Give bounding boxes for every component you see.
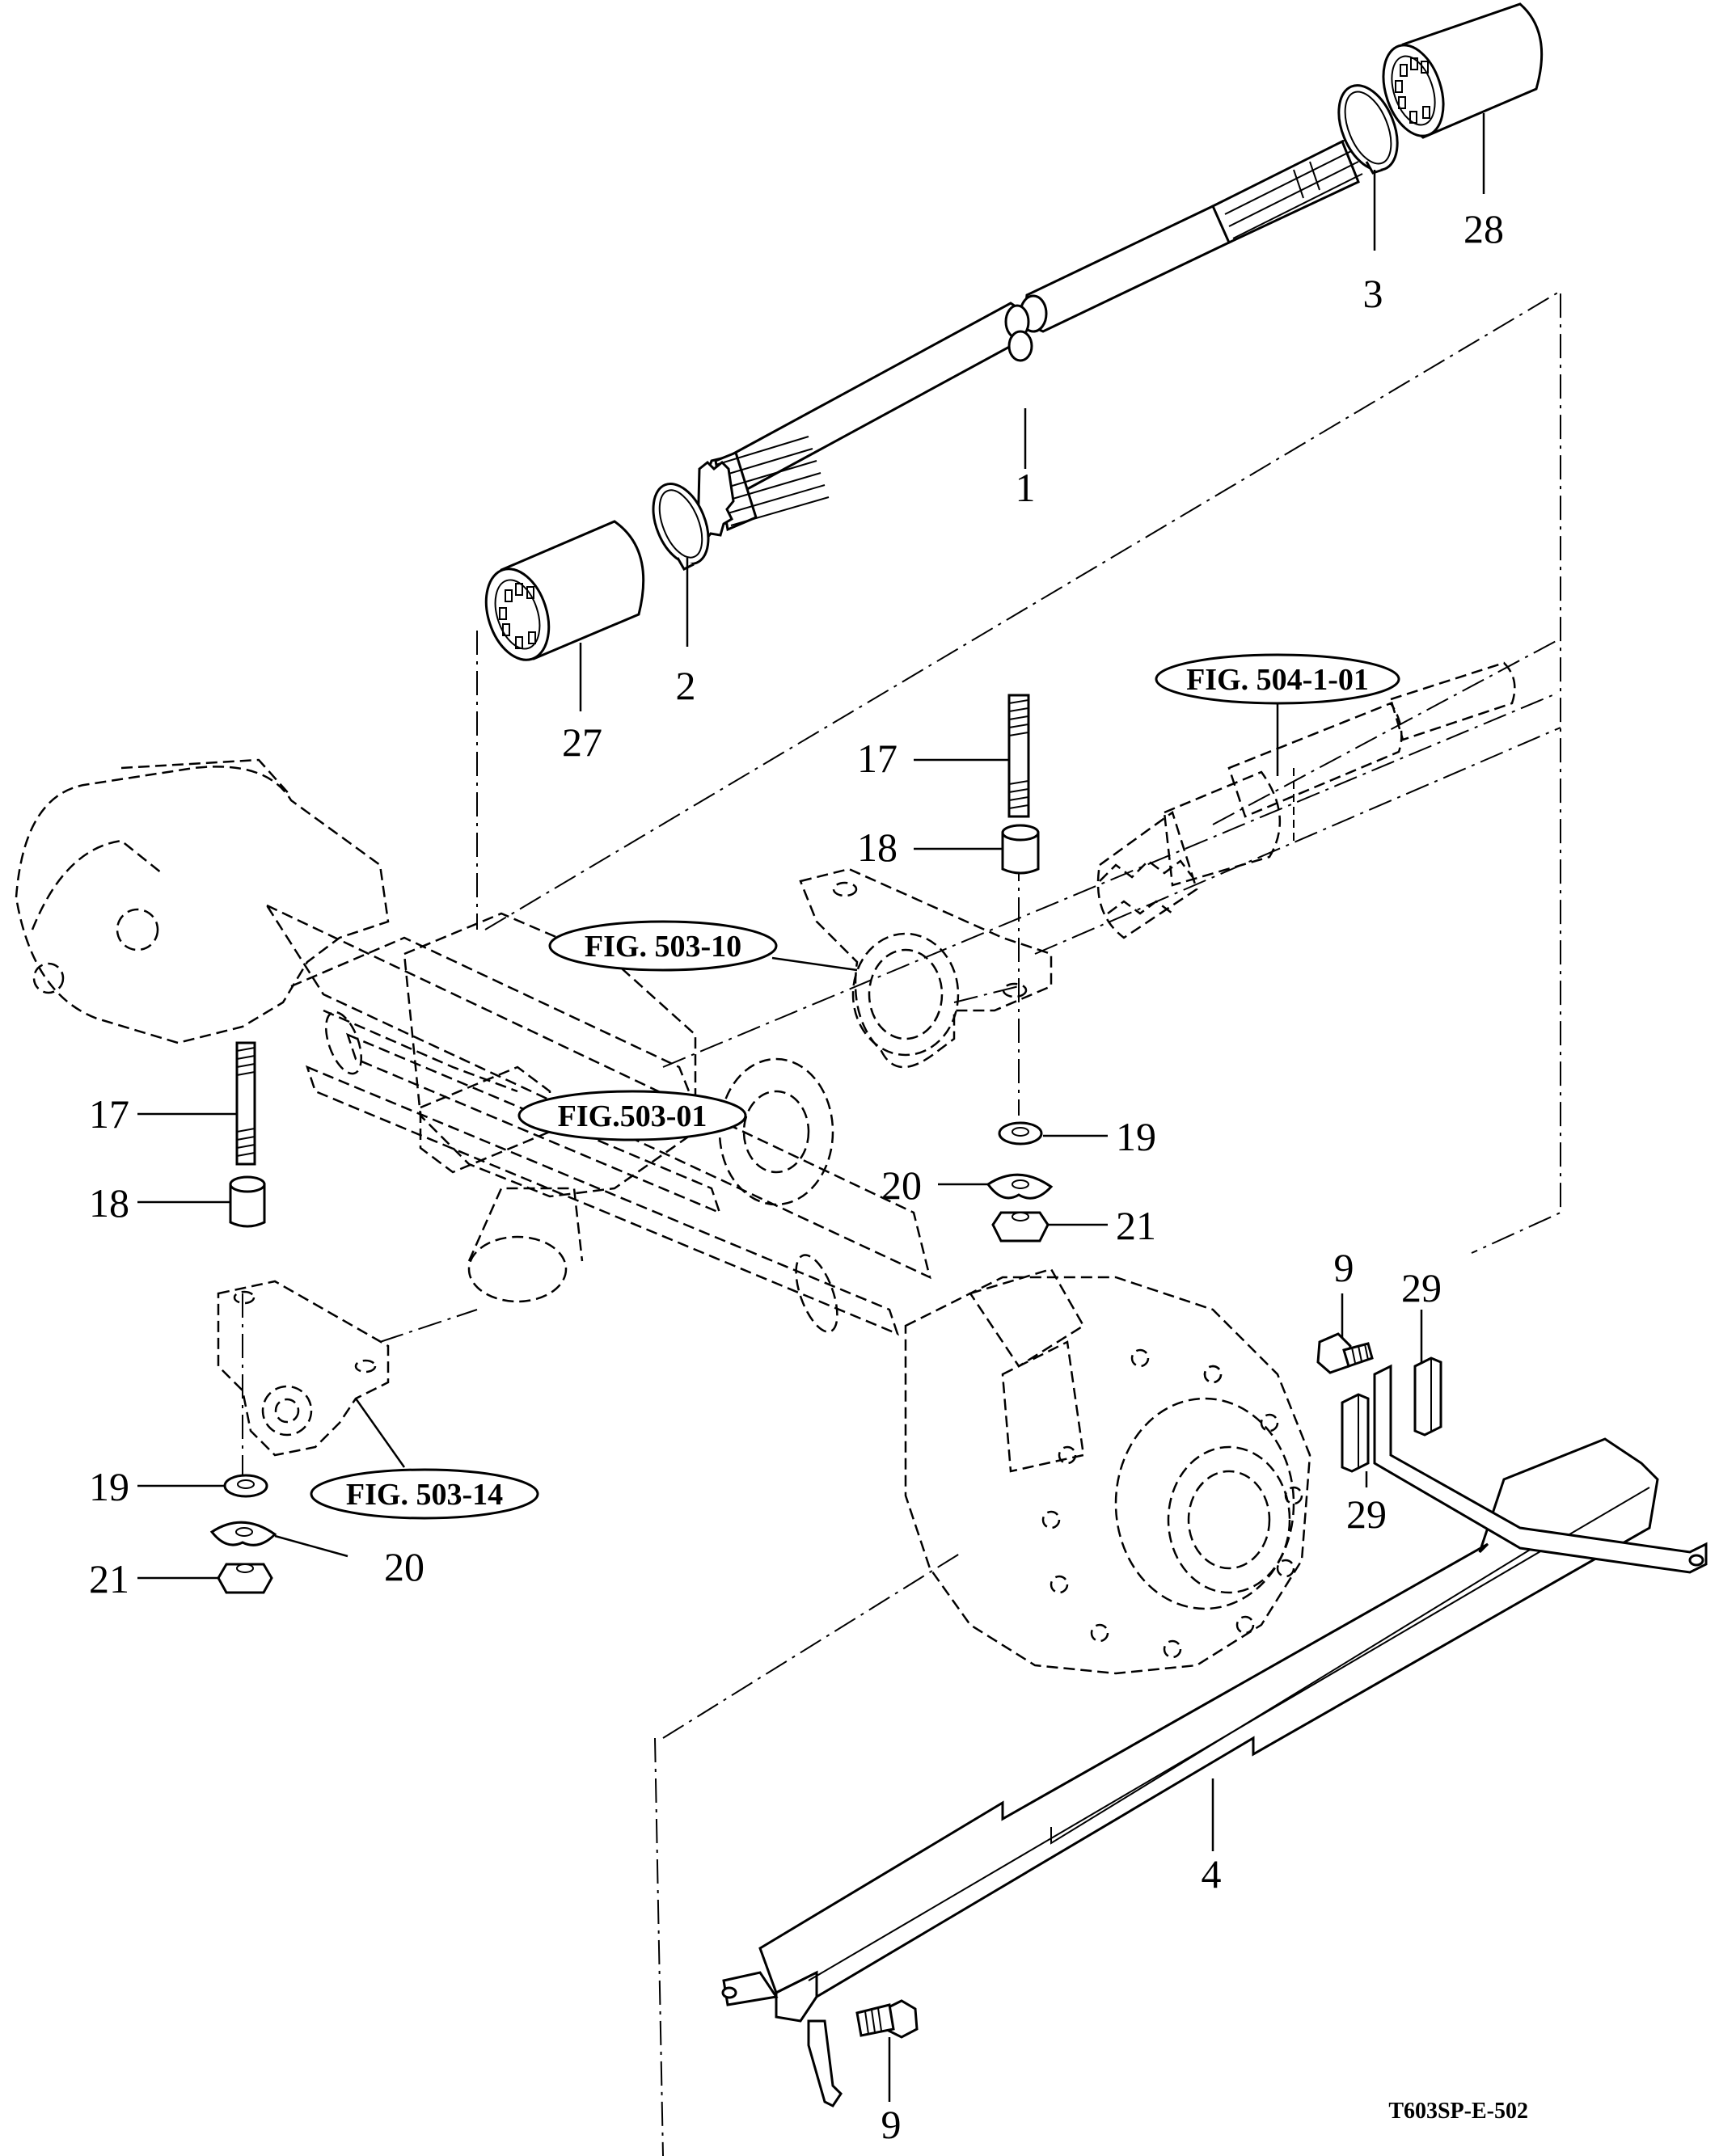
callout-1: 1 [1016, 465, 1036, 510]
stud-bolt-part-17-right [1007, 694, 1030, 818]
drawing-code: T603SP-E-502 [1388, 2099, 1528, 2124]
coupling-sleeve-part-27 [484, 520, 645, 661]
callout-29-top: 29 [1401, 1265, 1442, 1310]
axle-support-bracket-right [799, 867, 1053, 1069]
hex-nut-part-21-right [991, 1211, 1050, 1243]
coupling-sleeve-part-28 [1382, 2, 1544, 139]
callout-9-top: 9 [1334, 1245, 1354, 1290]
callout-20-right: 20 [881, 1162, 922, 1208]
spring-clip-part-29-top [1413, 1356, 1442, 1437]
drive-shaft-part-1 [696, 137, 1363, 544]
hex-bolt-part-9-top [1316, 1332, 1374, 1374]
fig-ref-503-14-label: FIG. 503-14 [346, 1478, 503, 1512]
fig-ref-504-1-01-label: FIG. 504-1-01 [1186, 663, 1369, 697]
lock-plate-part-20-left [209, 1521, 277, 1546]
spacer-collar-part-18-left [229, 1175, 266, 1228]
callout-21-left: 21 [89, 1556, 129, 1601]
callout-18-right: 18 [857, 825, 898, 870]
callout-20-left: 20 [384, 1544, 424, 1589]
callout-2: 2 [676, 663, 696, 708]
snap-ring-part-3 [1337, 84, 1399, 175]
leader-lines [137, 113, 1485, 2102]
callout-19-left: 19 [89, 1464, 129, 1509]
callout-4: 4 [1202, 1851, 1222, 1897]
callout-9-bottom: 9 [881, 2102, 902, 2147]
callout-3: 3 [1363, 271, 1383, 316]
fig-ref-503-01[interactable]: FIG.503-01 [517, 1090, 747, 1141]
callout-17-left: 17 [89, 1091, 129, 1137]
callout-29-bottom: 29 [1346, 1491, 1387, 1537]
guard-cover-part-4 [721, 1437, 1659, 2023]
callout-28: 28 [1463, 206, 1504, 251]
front-axle-housing [15, 758, 1311, 1675]
callout-17-right: 17 [857, 736, 898, 781]
callout-18-left: 18 [89, 1180, 129, 1226]
callout-27: 27 [562, 719, 602, 765]
callout-19-right: 19 [1116, 1114, 1156, 1159]
washer-part-19-left [223, 1474, 268, 1498]
alignment-lines [242, 289, 1561, 2156]
guard-mount-bracket [1373, 1364, 1708, 1574]
fig-ref-503-01-label: FIG.503-01 [558, 1099, 707, 1133]
axle-support-bracket-left [217, 1280, 390, 1457]
hex-nut-part-21-left [217, 1563, 273, 1594]
washer-part-19-right [998, 1121, 1043, 1146]
callout-21-right: 21 [1116, 1203, 1156, 1248]
fig-ref-504-1-01[interactable]: FIG. 504-1-01 [1155, 653, 1400, 705]
lock-plate-part-20-right [986, 1173, 1054, 1200]
fig-ref-503-14[interactable]: FIG. 503-14 [310, 1468, 539, 1520]
pinion-shaft-assembly [1096, 661, 1516, 939]
snap-ring-part-2 [652, 482, 710, 571]
hex-bolt-part-9-bottom [807, 1999, 919, 2107]
spring-clip-part-29-bottom [1341, 1393, 1370, 1473]
stud-bolt-part-17-left [235, 1041, 256, 1166]
callout-numbers: 1 2 3 28 27 17 18 19 20 21 17 18 19 20 2… [89, 206, 1504, 2147]
fig-ref-503-10-label: FIG. 503-10 [585, 930, 741, 964]
fig-ref-503-10[interactable]: FIG. 503-10 [548, 920, 778, 972]
spacer-collar-part-18-right [1001, 824, 1040, 875]
